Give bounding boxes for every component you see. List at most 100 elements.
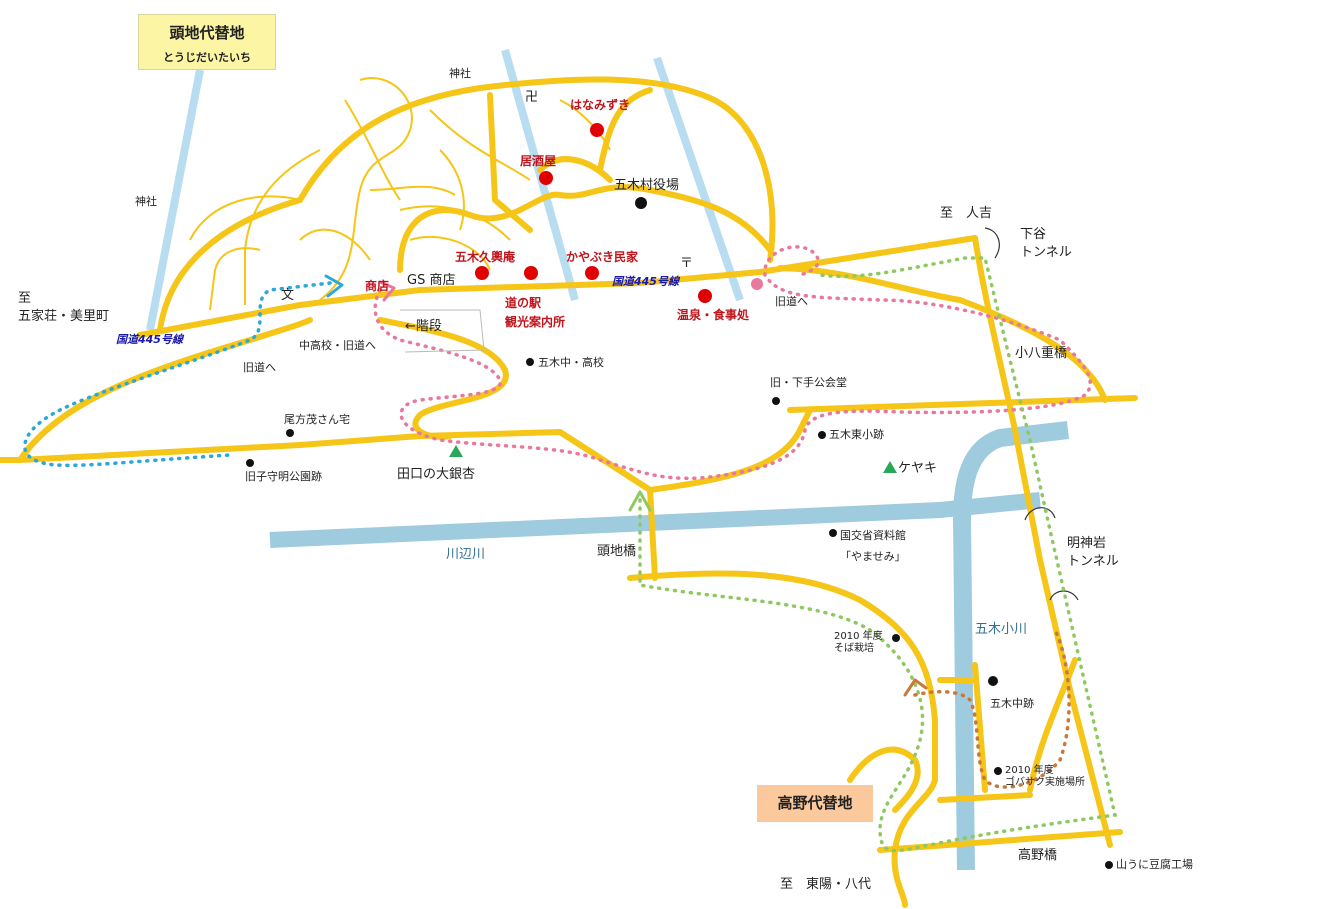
marker-higashisho — [818, 431, 826, 439]
tunnel-shimotani-arc — [984, 227, 1000, 259]
tunnel-arcs — [984, 227, 1079, 601]
kukian-label: 五木久輿庵 — [455, 250, 516, 264]
road-hook-west — [847, 746, 921, 813]
river-itsuki-ogawa — [952, 421, 1070, 871]
direction-toyo-yatsushiro: 至 東陽・八代 — [780, 877, 872, 892]
path-orange — [913, 628, 1071, 789]
marker-hanamizuki — [590, 123, 604, 137]
road-kohachiju — [777, 265, 1108, 403]
chevron-blue-icon — [324, 274, 344, 298]
shimote-label: 旧・下手公会堂 — [770, 376, 847, 389]
tunnel-myojinwa-arc-2 — [1049, 590, 1079, 601]
gobasaku-label: 2010 年度 ゴバサク実施場所 — [1005, 765, 1085, 788]
title-tochi: 頭地代替地 — [169, 24, 245, 42]
title-tochi-reading: とうじだいたいち — [163, 51, 251, 64]
marker-yakuba — [635, 197, 647, 209]
tree-markers — [449, 445, 897, 473]
road-school-loop — [377, 317, 509, 440]
tunnel-shimotani-label: 下谷 トンネル — [1020, 227, 1072, 260]
marker-izakaya — [539, 171, 553, 185]
kyudo-east-label: 旧道へ — [775, 295, 808, 308]
black-markers — [246, 197, 1113, 869]
bridge-kohachiju-label: 小八重橋 — [1015, 346, 1068, 361]
river-kawabe-label: 川辺川 — [446, 547, 486, 562]
path-pink — [373, 245, 1092, 481]
post-office-icon: 〒 — [680, 256, 694, 271]
ogata-label: 尾方茂さん宅 — [284, 413, 350, 426]
school-icon: 文 — [281, 288, 295, 303]
walking-paths — [22, 245, 1118, 853]
michinoeki-label: 道の駅 観光案内所 — [505, 296, 566, 330]
ginkgo-tree-icon — [449, 445, 463, 457]
marker-ogata — [286, 429, 294, 437]
jinja-west-label: 神社 — [135, 195, 157, 208]
rivers — [146, 48, 1070, 871]
village-road-inner — [397, 184, 773, 273]
higashisho-label: 五木東小跡 — [829, 428, 884, 441]
marker-gobasaku — [994, 767, 1002, 775]
route-445-label-east: 国道445号線 — [612, 275, 679, 288]
marker-itsuki-chukou — [526, 358, 534, 366]
minor-lanes — [189, 77, 611, 311]
onsen-label: 温泉・食事処 — [677, 308, 750, 322]
marker-gochu — [988, 676, 998, 686]
stairs-label: ←階段 — [405, 319, 442, 334]
upper-loop-road — [157, 76, 776, 333]
kyudo-west-label: 旧道へ — [243, 361, 276, 374]
tofu-factory-label: 山うに豆腐工場 — [1116, 858, 1193, 871]
jinja-north-label: 神社 — [449, 67, 471, 80]
marker-soba — [892, 634, 900, 642]
marker-kukian — [475, 266, 489, 280]
marker-michinoeki — [524, 266, 538, 280]
temple-icon: 卍 — [525, 90, 539, 105]
chevron-orange-icon — [903, 678, 928, 697]
shoten-label: 商店 — [365, 279, 390, 293]
stream-east — [653, 56, 744, 302]
kokkosho-label: 国交省資料館 「やませみ」 — [840, 529, 906, 563]
marker-kokkosho — [829, 529, 837, 537]
route-445-to-hitoyoshi — [972, 235, 1113, 848]
bridge-koya-label: 高野橋 — [1018, 848, 1058, 863]
title-box-tochi: 頭地代替地 とうじだいたいち — [138, 14, 276, 70]
road-southwest — [0, 317, 313, 463]
marker-onsen — [698, 289, 712, 303]
direction-hitoyoshi: 至 人吉 — [940, 206, 993, 221]
roads — [0, 76, 1138, 908]
river-itsuki-ogawa-label: 五木小川 — [975, 622, 1028, 637]
chevron-green-icon — [628, 490, 652, 512]
keyaki-tree-icon — [883, 461, 897, 473]
direction-chevrons — [324, 274, 928, 697]
tunnel-myojinwa-arc-1 — [1024, 507, 1056, 521]
yakuba-label: 五木村役場 — [614, 178, 680, 193]
marker-shimote — [772, 397, 780, 405]
keyaki-label: ケヤキ — [898, 461, 938, 476]
red-markers — [475, 123, 712, 303]
chukou-kyudo-label: 中高校・旧道へ — [299, 339, 376, 352]
soba-label: 2010 年度 そば栽培 — [834, 631, 883, 654]
road-to-tochi-bridge — [557, 429, 658, 581]
koshumei-label: 旧子守明公園跡 — [245, 470, 322, 483]
chevron-pink-icon — [378, 280, 396, 302]
gochu-label: 五木中跡 — [990, 697, 1034, 710]
hanamizuki-label: はなみずき — [570, 98, 631, 112]
bridge-tochi-label: 頭地橋 — [597, 544, 637, 559]
stream-west — [146, 69, 204, 331]
itsuki-chukou-label: 五木中・高校 — [538, 356, 604, 369]
marker-kayabuki — [585, 266, 599, 280]
marker-koshumei — [246, 459, 254, 467]
river-kawabe — [269, 492, 1041, 548]
title-box-koya: 高野代替地 — [757, 785, 873, 822]
road-shimote — [787, 395, 1138, 413]
path-blue — [22, 281, 332, 468]
stairs-bracket — [400, 309, 485, 353]
route-445-label-west: 国道445号線 — [116, 333, 183, 346]
ginkgo-label: 田口の大銀杏 — [397, 467, 476, 482]
gs-shoten-label: GS 商店 — [407, 273, 456, 288]
road-south — [627, 570, 938, 908]
path-green — [638, 256, 1118, 853]
tunnel-myojinwa-label: 明神岩 トンネル — [1067, 536, 1119, 569]
marker-tofu — [1105, 861, 1113, 869]
izakaya-label: 居酒屋 — [520, 154, 557, 168]
marker-pink-start — [751, 278, 763, 290]
